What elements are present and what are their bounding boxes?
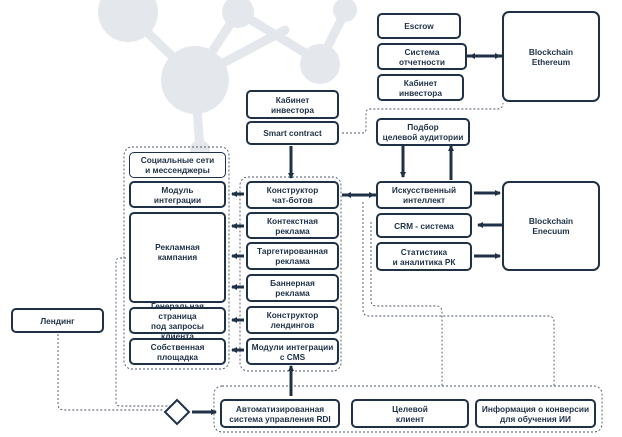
landing-constructor-box: Конструктор лендингов <box>246 306 339 334</box>
escrow-box: Escrow <box>377 13 461 39</box>
ad-campaign-box: Рекламная кампания <box>129 212 226 303</box>
bottom-row-group-outline <box>213 385 603 433</box>
own-platform-box: Собственная площадка <box>129 338 226 365</box>
smart-contract-box: Smart contract <box>246 121 339 145</box>
general-page-box: Генеральная страница под запросы клиента <box>129 301 226 341</box>
rdi-system-box: Автоматизированная система управления RD… <box>220 399 340 428</box>
audience-selection-box: Подбор целевой аудитории <box>376 118 470 146</box>
ad-campaign-to-diamond-dashed <box>115 257 172 407</box>
blockchain-enecuum-box: Blockchain Enecuum <box>502 181 600 271</box>
decision-diamond <box>163 398 191 426</box>
statistics-box: Статистика и аналитика РК <box>376 242 472 271</box>
landing-box: Лендинг <box>11 308 104 333</box>
reporting-system-box: Система отчетности <box>377 43 467 70</box>
targeted-ads-box: Таргетированная реклама <box>246 242 339 270</box>
social-networks-box: Социальные сети и мессенджеры <box>129 152 226 178</box>
blockchain-ethereum-box: Blockchain Ethereum <box>502 11 600 102</box>
investor-cabinet-top-box: Кабинет инвестора <box>377 74 464 101</box>
banner-ads-box: Баннерная реклама <box>246 274 339 302</box>
artificial-intelligence-box: Искусственный интеллект <box>376 181 472 209</box>
integration-module-box: Модуль интеграции <box>129 181 226 208</box>
crm-system-box: CRM - система <box>376 213 472 238</box>
chatbot-constructor-box: Конструктор чат-ботов <box>246 181 339 209</box>
cms-modules-box: Модули интеграции с CMS <box>246 338 339 365</box>
target-client-box: Целевой клиент <box>351 399 469 428</box>
smart-contract-to-ethereum-dashed <box>342 102 504 134</box>
crm-feedback-dashed <box>370 222 443 386</box>
context-ads-box: Контекстная реклама <box>246 212 339 239</box>
conversion-info-box: Информация о конверсии для обучения ИИ <box>475 399 596 428</box>
investor-cabinet-box: Кабинет инвестора <box>246 90 339 119</box>
